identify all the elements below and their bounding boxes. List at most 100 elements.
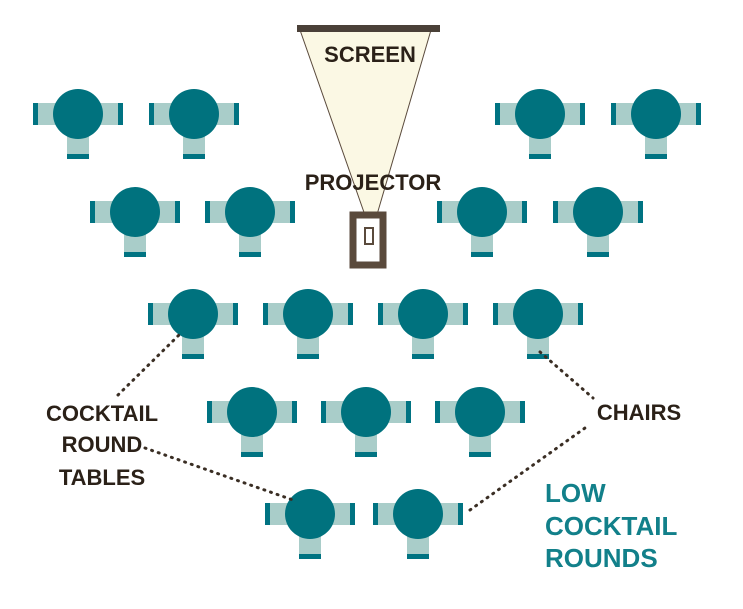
- chair-bottom-back: [471, 252, 493, 257]
- screen-bar: [297, 25, 440, 32]
- table-top: [457, 187, 507, 237]
- cocktail-table-cluster: [495, 89, 585, 159]
- chair-bottom-back: [297, 354, 319, 359]
- chair-left-back: [493, 303, 498, 325]
- table-top: [573, 187, 623, 237]
- chair-left-back: [205, 201, 210, 223]
- chair-bottom-back: [407, 554, 429, 559]
- cocktail-table-cluster: [553, 187, 643, 257]
- tables-label-line-1: COCKTAIL: [46, 401, 158, 426]
- tables-label-line-2: ROUND: [62, 432, 143, 457]
- cocktail-table-cluster: [493, 289, 583, 359]
- chair-right-back: [578, 303, 583, 325]
- cocktail-table-cluster: [265, 489, 355, 559]
- chair-left-back: [90, 201, 95, 223]
- chair-left-back: [373, 503, 378, 525]
- projector-icon: [349, 211, 387, 269]
- cocktail-table-cluster: [263, 289, 353, 359]
- cocktail-table-cluster: [205, 187, 295, 257]
- chair-left-back: [148, 303, 153, 325]
- cocktail-table-cluster: [148, 289, 238, 359]
- chair-bottom-back: [645, 154, 667, 159]
- cocktail-table-cluster: [373, 489, 463, 559]
- cocktail-table-cluster: [149, 89, 239, 159]
- chair-right-back: [233, 303, 238, 325]
- chair-bottom-back: [529, 154, 551, 159]
- chair-left-back: [435, 401, 440, 423]
- leader-tables-upper: [116, 332, 182, 397]
- table-top: [168, 289, 218, 339]
- chair-left-back: [495, 103, 500, 125]
- chair-bottom-back: [124, 252, 146, 257]
- chair-left-back: [265, 503, 270, 525]
- leader-tables-lower: [143, 446, 295, 502]
- chair-right-back: [463, 303, 468, 325]
- chair-right-back: [175, 201, 180, 223]
- table-top: [393, 489, 443, 539]
- leader-chairs-lower: [468, 426, 587, 512]
- table-top: [227, 387, 277, 437]
- chair-left-back: [207, 401, 212, 423]
- tables-label-line-3: TABLES: [59, 465, 145, 490]
- chair-right-back: [348, 303, 353, 325]
- chair-left-back: [611, 103, 616, 125]
- table-top: [225, 187, 275, 237]
- table-top: [515, 89, 565, 139]
- cocktail-table-cluster: [90, 187, 180, 257]
- table-top: [398, 289, 448, 339]
- table-top: [169, 89, 219, 139]
- chair-left-back: [378, 303, 383, 325]
- chair-right-back: [638, 201, 643, 223]
- legend-line-1: LOW: [545, 478, 606, 508]
- chair-bottom-back: [527, 354, 549, 359]
- chair-bottom-back: [299, 554, 321, 559]
- chair-left-back: [437, 201, 442, 223]
- chair-right-back: [580, 103, 585, 125]
- chair-bottom-back: [241, 452, 263, 457]
- chair-bottom-back: [182, 354, 204, 359]
- chair-right-back: [520, 401, 525, 423]
- table-top: [631, 89, 681, 139]
- cocktail-table-cluster: [321, 387, 411, 457]
- chair-bottom-back: [412, 354, 434, 359]
- chair-left-back: [553, 201, 558, 223]
- chair-left-back: [263, 303, 268, 325]
- chair-right-back: [118, 103, 123, 125]
- cocktail-table-cluster: [378, 289, 468, 359]
- table-top: [53, 89, 103, 139]
- chair-bottom-back: [67, 154, 89, 159]
- chair-right-back: [696, 103, 701, 125]
- cocktail-table-cluster: [611, 89, 701, 159]
- table-top: [513, 289, 563, 339]
- cocktail-table-cluster: [207, 387, 297, 457]
- chair-bottom-back: [355, 452, 377, 457]
- chair-bottom-back: [239, 252, 261, 257]
- chair-right-back: [292, 401, 297, 423]
- projector-label: PROJECTOR: [305, 170, 442, 195]
- cocktail-table-cluster: [437, 187, 527, 257]
- chair-right-back: [234, 103, 239, 125]
- table-top: [283, 289, 333, 339]
- legend-line-2: COCKTAIL: [545, 511, 678, 541]
- chair-bottom-back: [469, 452, 491, 457]
- table-top: [341, 387, 391, 437]
- chair-right-back: [350, 503, 355, 525]
- table-top: [285, 489, 335, 539]
- legend-line-3: ROUNDS: [545, 543, 658, 573]
- cocktail-table-cluster: [435, 387, 525, 457]
- table-top: [110, 187, 160, 237]
- chair-right-back: [290, 201, 295, 223]
- screen-label: SCREEN: [324, 42, 416, 67]
- chair-right-back: [458, 503, 463, 525]
- leader-chairs-upper: [538, 350, 595, 400]
- chair-bottom-back: [183, 154, 205, 159]
- cocktail-table-cluster: [33, 89, 123, 159]
- chair-left-back: [33, 103, 38, 125]
- chair-left-back: [149, 103, 154, 125]
- tables-layer: [33, 89, 701, 559]
- chair-right-back: [406, 401, 411, 423]
- chair-bottom-back: [587, 252, 609, 257]
- table-top: [455, 387, 505, 437]
